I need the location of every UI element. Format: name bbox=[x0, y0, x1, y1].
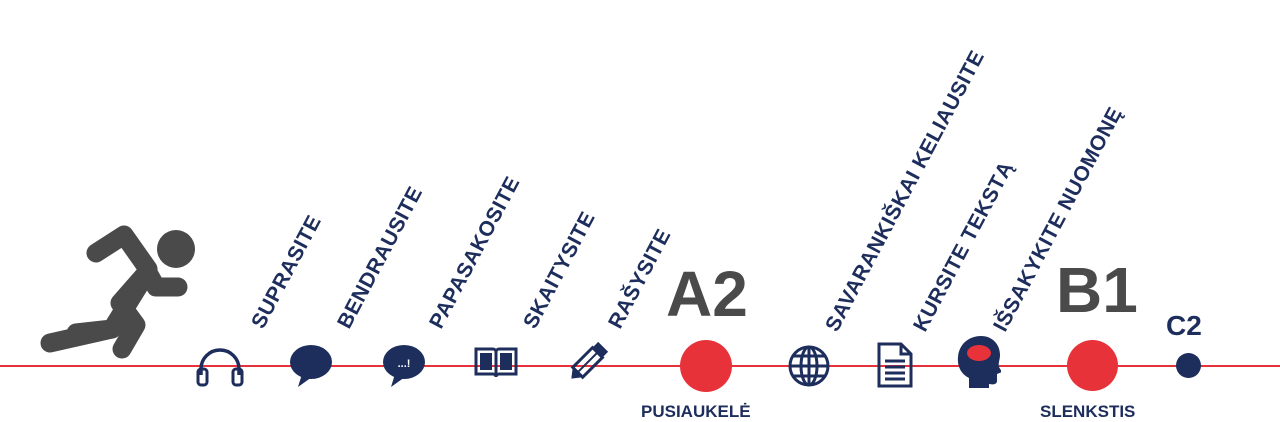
skill-label-rasysite: RAŠYSITE bbox=[604, 225, 676, 333]
level-b1-label: B1 bbox=[1056, 254, 1138, 326]
skill-label-savarankiskai-keliausite: SAVARANKIŠKAI KELIAUSITE bbox=[821, 46, 990, 336]
runner-icon bbox=[40, 225, 195, 359]
document-icon bbox=[877, 342, 913, 388]
headphones-icon bbox=[196, 348, 244, 387]
level-c2-marker bbox=[1176, 353, 1201, 378]
speech-bubble-icon bbox=[290, 345, 332, 387]
skill-label-suprasite: SUPRASITE bbox=[247, 211, 326, 333]
globe-icon bbox=[788, 345, 830, 387]
speech-bubble-dots-text: ...! bbox=[398, 358, 411, 370]
level-a2-caption: PUSIAUKELĖ bbox=[641, 402, 751, 421]
level-c2-label: C2 bbox=[1166, 310, 1202, 341]
timeline-line bbox=[0, 365, 1280, 367]
head-brain-icon bbox=[957, 336, 1001, 388]
speech-bubble-dots-icon: ...! bbox=[383, 345, 425, 387]
level-b1-caption: SLENKSTIS bbox=[1040, 402, 1136, 421]
skill-label-papasakosite: PAPASAKOSITE bbox=[425, 172, 525, 333]
skill-label-bendrausite: BENDRAUSITE bbox=[333, 182, 428, 333]
pencil-icon bbox=[570, 341, 609, 380]
open-book-icon bbox=[474, 347, 518, 378]
level-b1-marker bbox=[1067, 340, 1118, 391]
level-a2-label: A2 bbox=[666, 258, 748, 330]
level-a2-marker bbox=[680, 340, 732, 392]
skill-label-skaitysite: SKAITYSITE bbox=[519, 207, 600, 333]
